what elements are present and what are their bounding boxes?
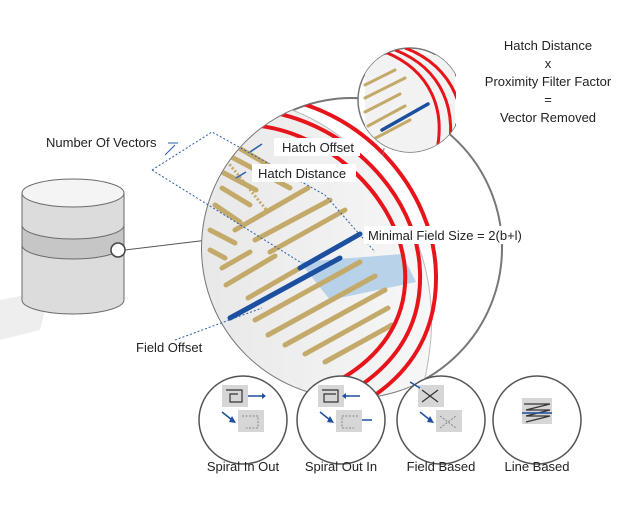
- label-bg: [252, 164, 356, 182]
- cylinder-part: [0, 178, 126, 340]
- line-based-icon: [522, 398, 552, 424]
- strategy-label: Field Based: [407, 459, 476, 474]
- highlight-vectors: [227, 231, 363, 321]
- field-guides: [151, 131, 376, 341]
- label-bg: [274, 138, 360, 156]
- strategy-label: Line Based: [504, 459, 569, 474]
- inset-line-3: Proximity Filter Factor: [485, 74, 612, 89]
- strategy-line-based: Line Based: [492, 375, 582, 474]
- label-bg: [364, 226, 532, 244]
- hatch-distance-arrow: [235, 171, 247, 179]
- strategy-spiral-out-in: Spiral Out In: [296, 375, 386, 474]
- strategy-spiral-in-out: Spiral In Out: [198, 375, 288, 474]
- field-based-icon: [409, 381, 462, 432]
- strategy-label: Spiral Out In: [305, 459, 377, 474]
- focus-marker-icon: [110, 242, 126, 258]
- strategy-label: Spiral In Out: [207, 459, 280, 474]
- spiral-out-in-icon: [318, 385, 372, 432]
- strategy-field-based: Field Based: [396, 375, 486, 474]
- inset-line-2: x: [545, 56, 552, 71]
- inset-line-5: Vector Removed: [500, 110, 596, 125]
- vector-count-tick: [164, 144, 176, 156]
- inset-text-box: [456, 36, 606, 130]
- inset-line-4: =: [544, 92, 552, 107]
- label-field-offset: Field Offset: [136, 340, 203, 355]
- inset-caption: Hatch Distance x Proximity Filter Factor…: [485, 38, 612, 125]
- spiral-in-out-icon: [221, 385, 266, 432]
- label-number-of-vectors: Number Of Vectors: [46, 135, 157, 150]
- hatch-offset-arrow: [249, 143, 263, 153]
- connector-line: [124, 239, 209, 251]
- inset-line-1: Hatch Distance: [504, 38, 592, 53]
- inset-view: [357, 47, 463, 157]
- label-hatch-distance: Hatch Distance: [258, 166, 346, 181]
- label-minimal-field-size: Minimal Field Size = 2(b+l): [368, 228, 522, 243]
- label-hatch-offset: Hatch Offset: [282, 140, 354, 155]
